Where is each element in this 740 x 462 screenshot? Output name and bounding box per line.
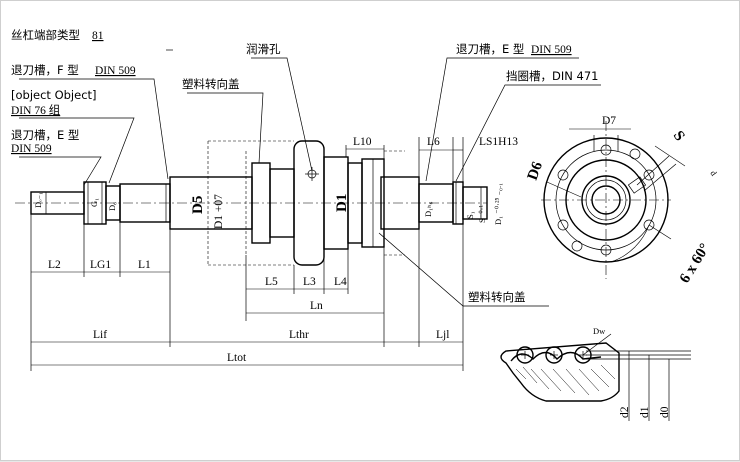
- callout-relief-f-ref: DIN 509: [95, 65, 136, 77]
- shaft-left-end: Dₒ₋₁ G₁ D₆: [30, 181, 171, 225]
- dim-D7: D7: [602, 115, 616, 127]
- callout-plastic-cap-bottom: 塑料转向盖: [468, 290, 526, 304]
- dim-L10: L10: [353, 136, 372, 148]
- svg-text:S₁: S₁: [465, 211, 475, 219]
- bolt-hole-pattern: [557, 144, 655, 256]
- callout-retaining-groove: 挡圈槽，DIN 471: [506, 69, 598, 83]
- dim-D1: D1: [334, 194, 350, 212]
- dim-Ljl: Ljl: [436, 329, 449, 341]
- dim-pattern: 6 x 60°: [677, 241, 714, 286]
- drawing-title: 丝杠端部类型: [11, 28, 80, 42]
- dim-d1: d1: [639, 406, 651, 418]
- length-dimensions: L2 LG1 L1 Lif Lthr Ljl Ltot: [30, 214, 464, 371]
- dim-Lif: Lif: [93, 329, 107, 341]
- callout-thread-relief-ref: DIN 76 组: [11, 103, 61, 117]
- dim-Ltot: Ltot: [227, 352, 247, 364]
- dim-L1: L1: [138, 259, 151, 271]
- svg-text:D₁ ⁻⁰·²⁵ ₋₀.₁: D₁ ⁻⁰·²⁵ ₋₀.₁: [493, 183, 503, 225]
- dim-L10-group: L10: [345, 136, 385, 159]
- dim-D5: D5: [190, 196, 206, 214]
- drawing-title-number: 81: [92, 30, 104, 42]
- ball-nut: [251, 140, 385, 266]
- dim-d2: d2: [619, 406, 631, 418]
- dim-LG1: LG1: [90, 259, 111, 271]
- dim-L2: L2: [48, 259, 61, 271]
- dim-S: S: [670, 128, 688, 144]
- ball-detail-view: Dw d2 d1 d0: [500, 326, 691, 421]
- callout-plastic-cap-top: 塑料转向盖: [182, 77, 240, 91]
- callout-relief-e-right-ref: DIN 509: [531, 44, 572, 56]
- callout-relief-f: 退刀槽，F 型: [11, 63, 79, 77]
- dim-L4: L4: [334, 276, 347, 288]
- dim-L6-group: L6: [418, 136, 454, 184]
- dim-LS1H13-group: LS1H13: [453, 136, 518, 187]
- dim-Dw: Dw: [593, 326, 606, 336]
- svg-text:D₆: D₆: [107, 202, 117, 211]
- callout-relief-e-left: 退刀槽，E 型: [11, 128, 79, 142]
- callout-relief-e-left-ref: DIN 509: [11, 143, 52, 155]
- svg-text:Dₒ₋₁: Dₒ₋₁: [33, 192, 43, 208]
- dim-L3: L3: [303, 276, 316, 288]
- callout-thread-relief: [object Object]: [11, 88, 97, 102]
- dim-Ln: Ln: [310, 300, 323, 312]
- callout-relief-e-right: 退刀槽，E 型: [456, 42, 524, 56]
- svg-text:d: d: [708, 168, 719, 178]
- lube-hole-symbol: [305, 167, 319, 181]
- dim-Lthr: Lthr: [289, 329, 309, 341]
- svg-text:S⁻⁰·¹: S⁻⁰·¹: [477, 205, 487, 223]
- dim-D6: D6: [525, 159, 546, 182]
- dim-L6: L6: [427, 136, 440, 148]
- dim-d0: d0: [659, 406, 671, 418]
- dim-LS1H13: LS1H13: [479, 136, 518, 148]
- svg-text:G₁: G₁: [89, 198, 99, 207]
- nut-dimensions: L5 L3 L4 Ln: [245, 243, 385, 347]
- dim-D1-tol: D1 +07: [213, 194, 225, 229]
- dim-L5: L5: [265, 276, 278, 288]
- svg-text:D₁ₕ₆: D₁ₕ₆: [423, 201, 433, 217]
- callout-lube-hole: 润滑孔: [246, 42, 281, 56]
- flange-end-view: D7 D6 S d 6 x 60°: [525, 115, 720, 286]
